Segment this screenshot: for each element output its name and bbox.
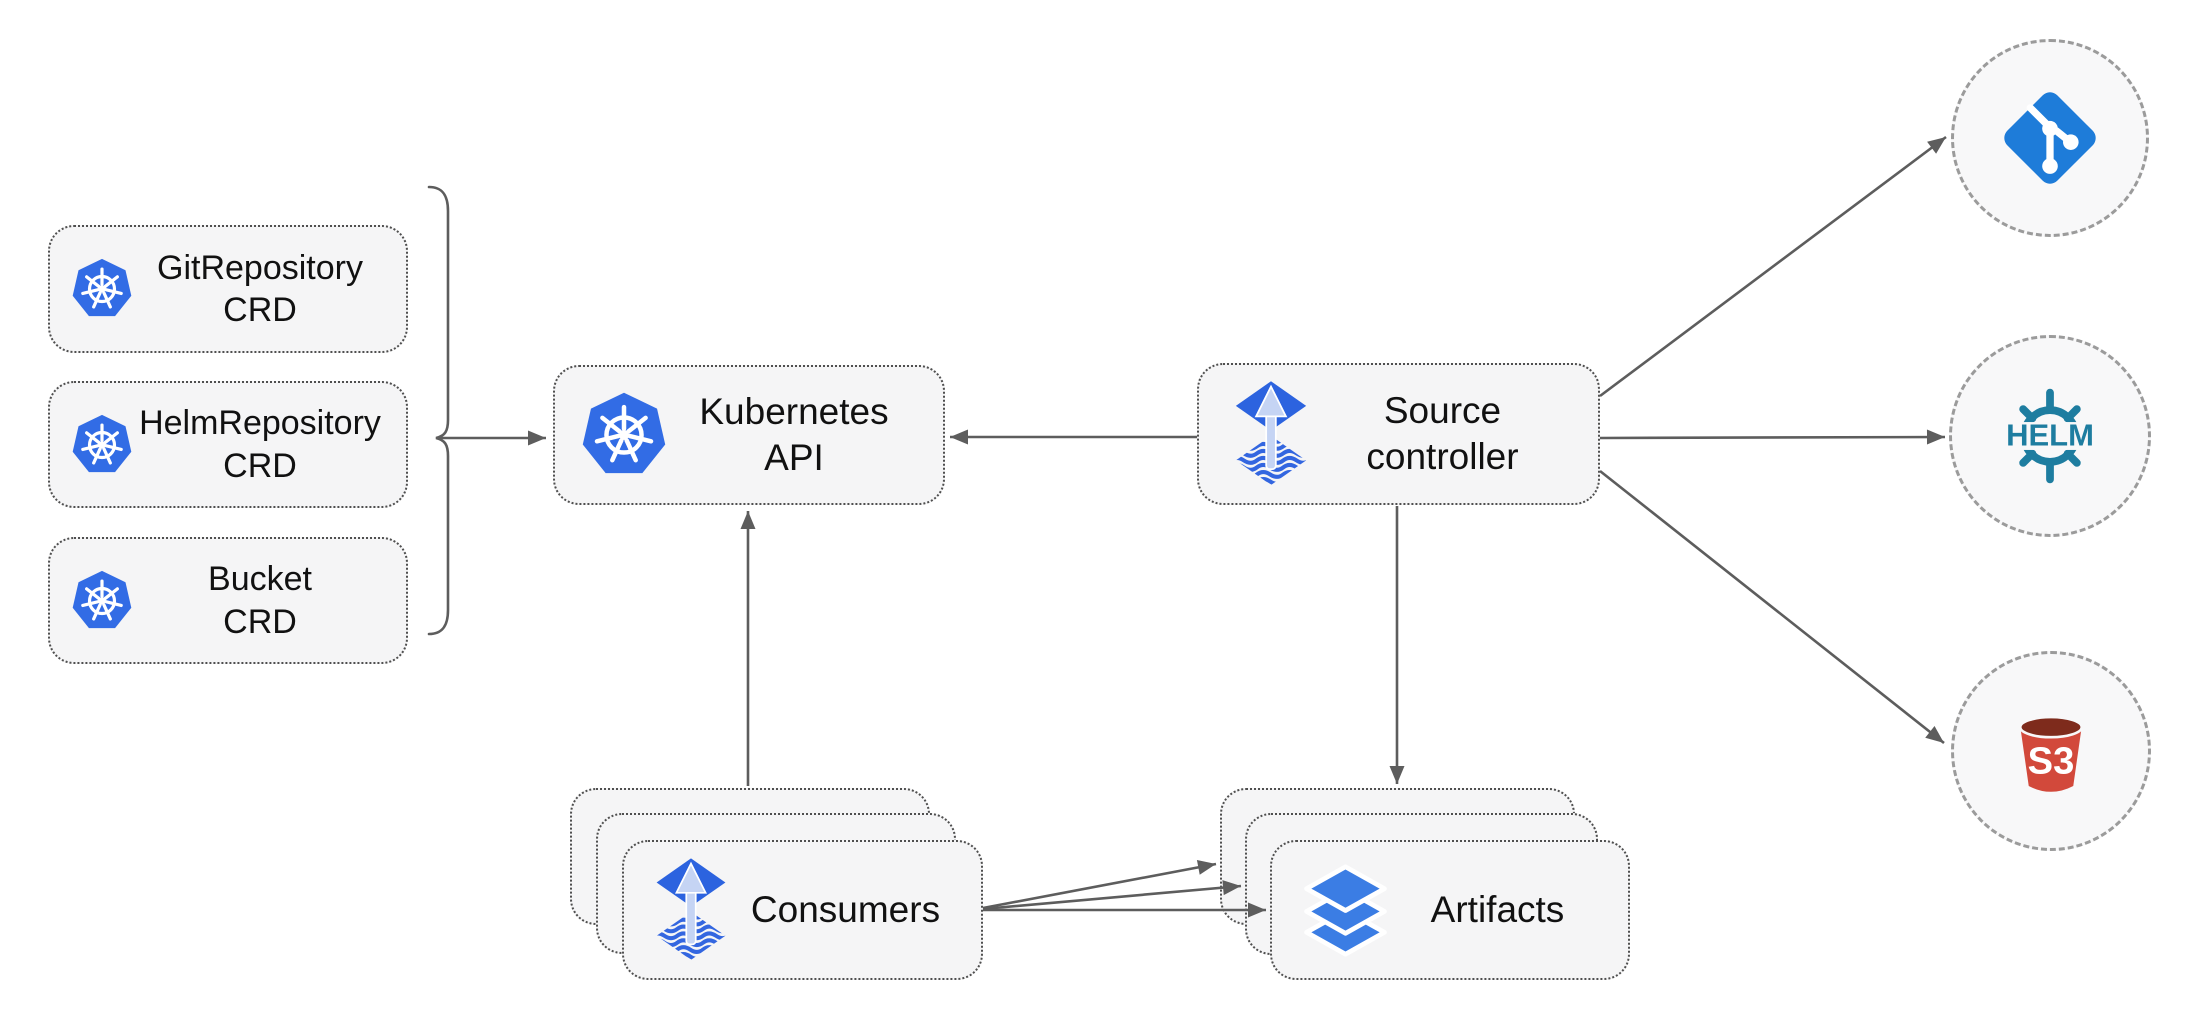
helm-logo-text: HELM xyxy=(2006,417,2094,452)
node-helm-source: HELM xyxy=(1949,335,2151,537)
layers-icon xyxy=(1304,863,1387,957)
arrow-source-to-s3 xyxy=(1599,469,1945,745)
node-label: Kubernetes API xyxy=(699,391,889,478)
arrow-consumers-to-artifacts-2 xyxy=(982,880,1242,911)
s3-logo-text: S3 xyxy=(2028,739,2075,782)
arrow-consumers-to-artifacts-1 xyxy=(982,859,1217,910)
node-label: GitRepository CRD xyxy=(157,248,363,329)
crd-group-brace xyxy=(427,185,450,636)
node-bucket-crd: Bucket CRD xyxy=(48,537,408,664)
node-label: Artifacts xyxy=(1430,889,1565,931)
kubernetes-icon xyxy=(582,392,666,474)
node-source-controller: Source controller xyxy=(1197,363,1600,505)
kubernetes-icon xyxy=(72,258,132,317)
node-helmrepository-crd: HelmRepository CRD xyxy=(48,381,408,508)
flux-source-controller-icon xyxy=(1235,381,1307,485)
kubernetes-icon xyxy=(72,570,132,628)
arrow-source-to-helm xyxy=(1599,429,1946,445)
helm-icon: HELM xyxy=(1988,388,2112,484)
node-label: Consumers xyxy=(750,889,941,931)
s3-bucket-icon: S3 xyxy=(2018,715,2084,792)
node-consumers: Consumers xyxy=(622,840,983,980)
node-gitrepository-crd: GitRepository CRD xyxy=(48,225,408,353)
git-icon xyxy=(2004,92,2096,184)
kubernetes-icon xyxy=(72,414,132,472)
arrow-source-to-git xyxy=(1599,135,1947,398)
node-git-source xyxy=(1951,39,2149,237)
node-label: Bucket CRD xyxy=(208,560,312,641)
node-s3-source: S3 xyxy=(1951,651,2151,851)
node-label: Source controller xyxy=(1366,390,1519,477)
node-label: HelmRepository CRD xyxy=(139,404,381,485)
node-artifacts: Artifacts xyxy=(1270,840,1630,980)
node-kubernetes-api: Kubernetes API xyxy=(553,365,945,505)
flux-source-controller-icon xyxy=(656,858,726,960)
